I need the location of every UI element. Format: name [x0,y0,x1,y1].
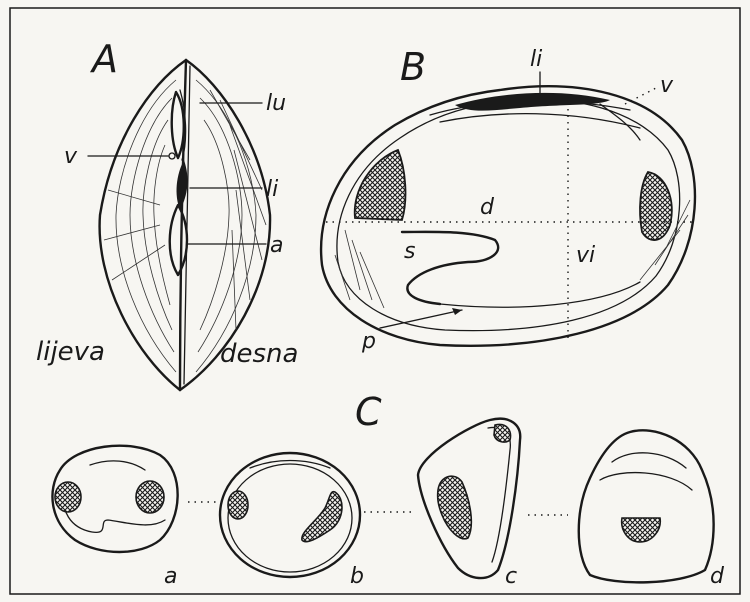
figure-c-shell-outlines: C a b c [52,390,725,589]
section-c-label: c [505,564,517,589]
section-a-label: a [164,564,177,589]
area-escutcheon [170,205,187,275]
posterior-adductor-scar [640,172,672,240]
figure-c-title: C [355,390,382,434]
section-a-posterior-scar [136,481,164,513]
ligament [177,160,188,210]
label-li: li [266,177,278,202]
section-c-lower-scar [438,476,472,539]
figure-a-shell-dorsal-view: A lu v li a li [36,37,298,390]
label-b-vi: vi [576,243,595,268]
label-b-s: s [404,239,415,264]
section-c-shell: c [418,419,520,589]
figure-b-title: B [400,45,426,89]
section-a-shell: a [52,446,177,589]
section-b-posterior-scar [302,492,342,542]
section-d-scar [622,518,661,542]
pallial-line [440,282,640,307]
label-lu: lu [266,91,286,116]
section-d-label: d [710,564,725,589]
section-c-upper-scar [494,424,510,442]
anterior-adductor-scar [355,150,406,220]
lunule-left [172,92,184,158]
label-left-valve: lijeva [36,337,105,367]
label-b-li: li [530,47,542,72]
label-a: a [270,233,283,258]
pallial-sinus [402,232,498,304]
label-b-d: d [480,195,495,220]
label-b-v: v [660,73,674,98]
figure-b-shell-interior-view: B li v d s vi p [321,45,695,354]
label-right-valve: desna [220,339,298,369]
label-v: v [64,144,78,169]
section-b-anterior-scar [228,491,248,519]
figure-a-title: A [89,37,118,81]
section-d-shell: d [579,430,725,589]
umbo-left [169,153,175,159]
section-a-anterior-scar [55,482,81,512]
label-b-p: p [361,329,376,354]
section-b-label: b [350,564,364,589]
section-b-shell: b [220,453,364,589]
figure-border [10,8,740,594]
